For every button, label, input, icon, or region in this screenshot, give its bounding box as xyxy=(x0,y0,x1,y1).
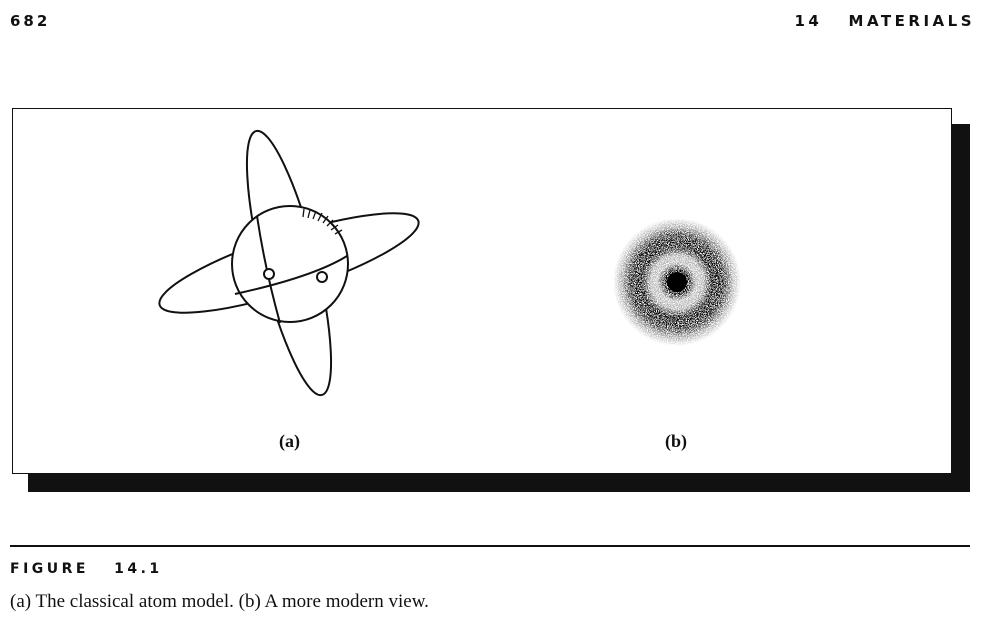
electron xyxy=(263,268,275,280)
panel-label-b: (b) xyxy=(665,431,687,451)
front-orbit-segment xyxy=(234,255,348,295)
running-title: 14 MATERIALS xyxy=(794,12,975,30)
cloud-core xyxy=(667,272,687,292)
figure-number: FIGURE 14.1 xyxy=(10,561,163,577)
sphere-shading xyxy=(302,208,343,235)
electron-cloud-illustration xyxy=(613,218,741,346)
caption-rule xyxy=(10,545,970,547)
page-number: 682 xyxy=(10,12,51,30)
figure-artwork xyxy=(158,129,741,397)
figure-frame: (a) (b) xyxy=(12,108,952,474)
figure-caption: (a) The classical atom model. (b) A more… xyxy=(10,591,429,612)
electron xyxy=(316,271,328,283)
classical-atom-illustration xyxy=(158,129,420,397)
panel-label-a: (a) xyxy=(279,431,300,451)
